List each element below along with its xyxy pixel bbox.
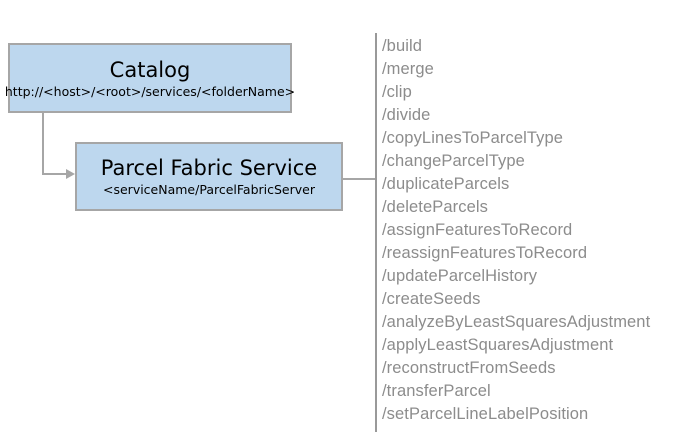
- operation-item: /transferParcel: [382, 382, 491, 400]
- operation-item: /applyLeastSquaresAdjustment: [382, 336, 614, 354]
- operation-item: /deleteParcels: [382, 198, 488, 216]
- parcel-fabric-service-title: Parcel Fabric Service: [100, 156, 318, 180]
- operation-item: /setParcelLineLabelPosition: [382, 405, 589, 423]
- catalog-title: Catalog: [109, 57, 191, 82]
- operation-item: /merge: [382, 60, 434, 78]
- catalog-node: Catalog http://<host>/<root>/services/<f…: [4, 43, 296, 113]
- operation-item: /clip: [382, 83, 412, 101]
- operation-item: /updateParcelHistory: [382, 267, 538, 285]
- operation-item: /assignFeaturesToRecord: [382, 221, 573, 239]
- parcel-fabric-service-node: Parcel Fabric Service <serviceName/Parce…: [75, 142, 343, 211]
- service-to-operations-connector: [343, 178, 375, 180]
- catalog-url: http://<host>/<root>/services/<folderNam…: [4, 83, 296, 99]
- operations-list: /build/merge/clip/divide/copyLinesToParc…: [382, 35, 687, 426]
- catalog-to-service-connector-horizontal: [42, 173, 66, 175]
- operation-item: /changeParcelType: [382, 152, 525, 170]
- operation-item: /analyzeByLeastSquaresAdjustment: [382, 313, 651, 331]
- operation-item: /reassignFeaturesToRecord: [382, 244, 588, 262]
- arrowhead-icon: [66, 169, 75, 179]
- parcel-fabric-service-url: <serviceName/ParcelFabricServer: [103, 182, 315, 197]
- operation-item: /duplicateParcels: [382, 175, 510, 193]
- operation-item: /build: [382, 37, 423, 55]
- operation-item: /copyLinesToParcelType: [382, 129, 564, 147]
- operations-separator-line: [375, 33, 377, 432]
- operation-item: /divide: [382, 106, 431, 124]
- operation-item: /createSeeds: [382, 290, 481, 308]
- operation-item: /reconstructFromSeeds: [382, 359, 556, 377]
- catalog-to-service-connector-vertical: [42, 113, 44, 175]
